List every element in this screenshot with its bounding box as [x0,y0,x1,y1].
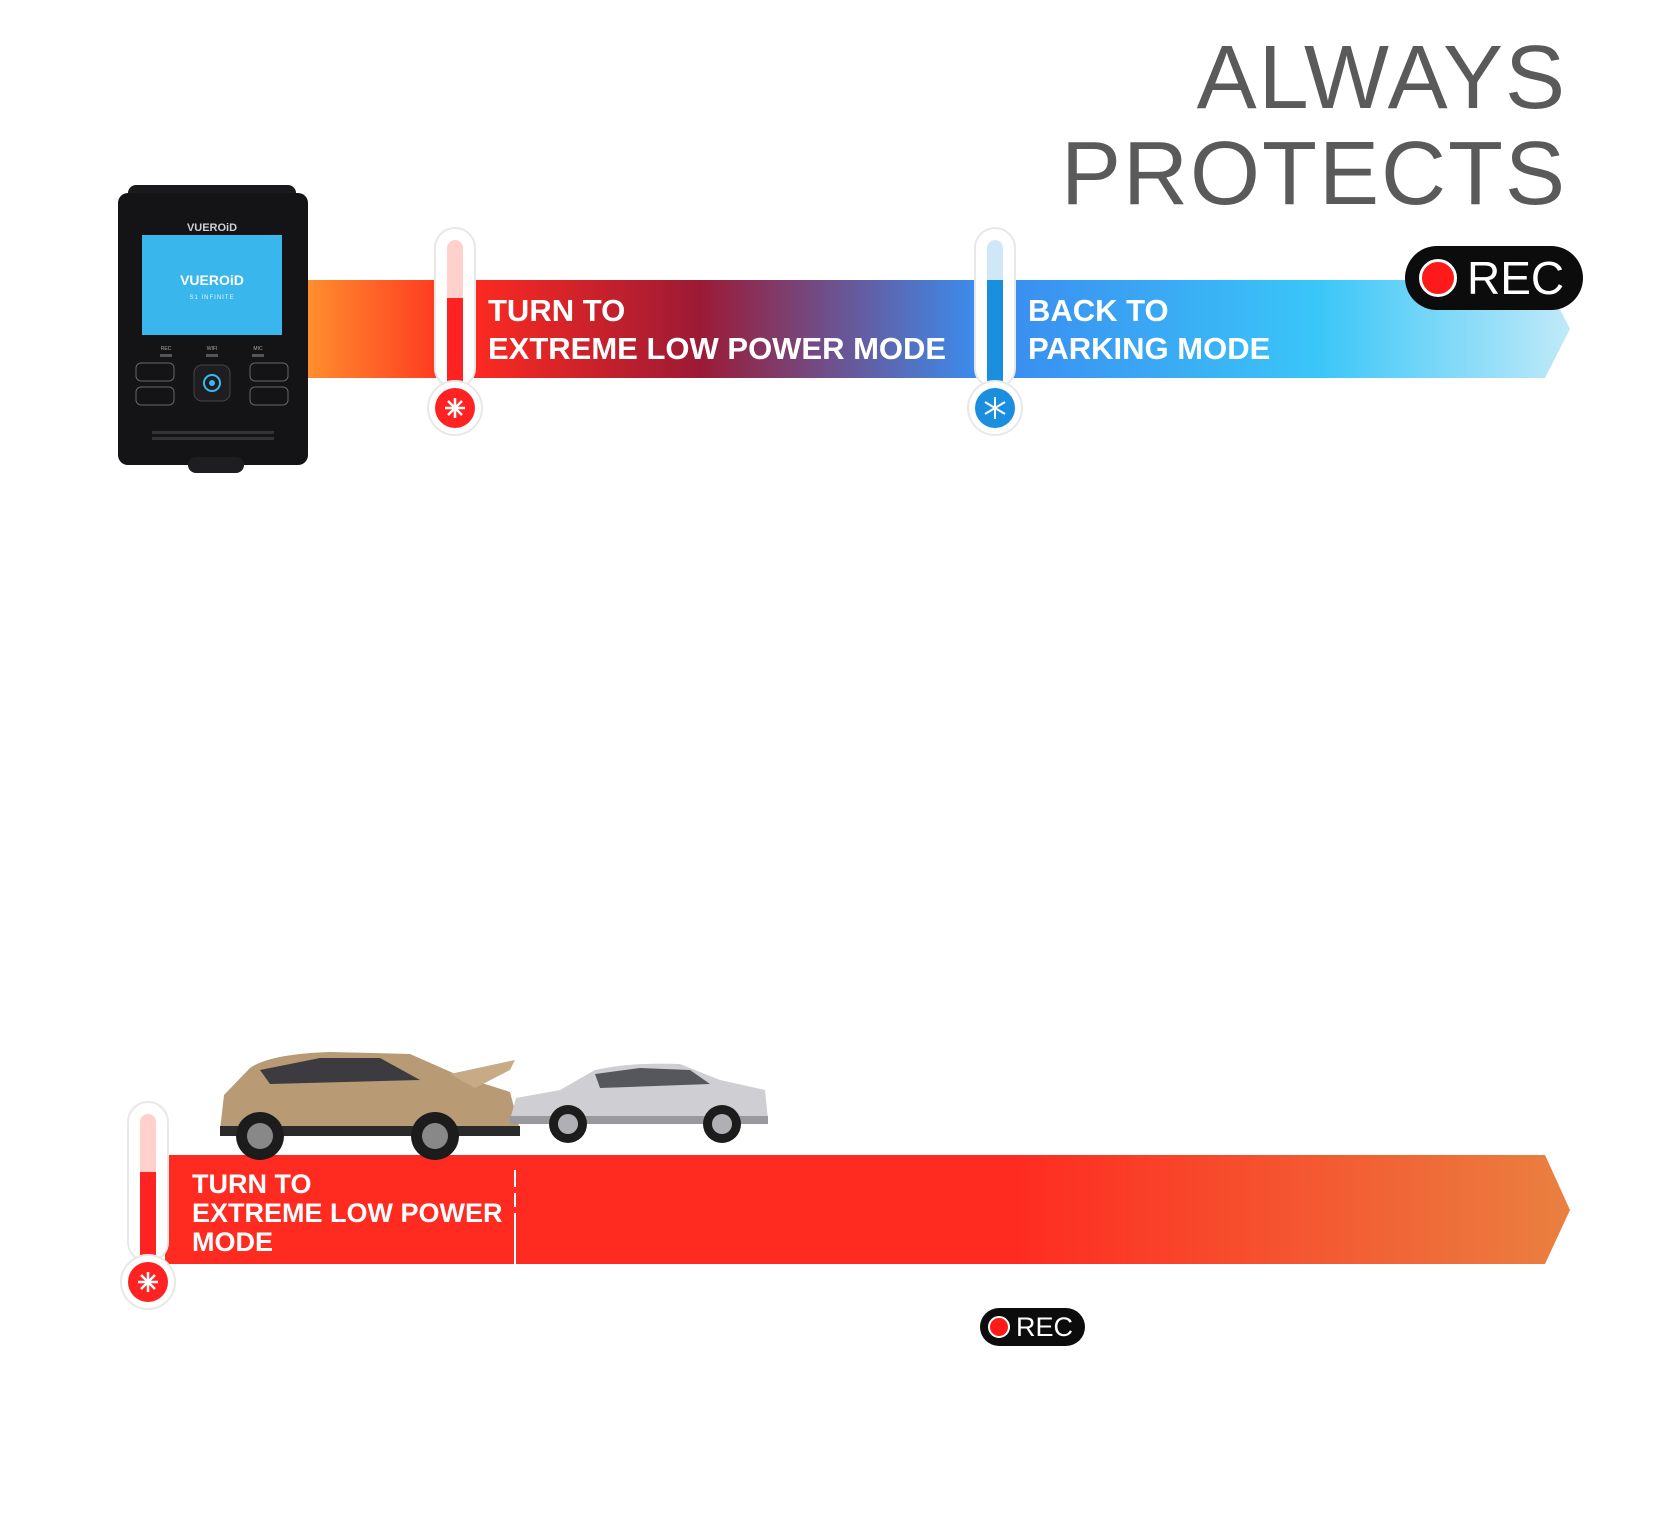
bottom-rec-dot-icon [988,1316,1010,1338]
rec-dot-icon [1419,259,1457,297]
thermometer-hot-icon [427,227,483,436]
top-stage1-line2: EXTREME LOW POWER MODE [488,331,947,366]
headline-line-1: ALWAYS [1196,28,1567,128]
headline: ALWAYS PROTECTS [967,30,1567,222]
device-led-rec: REC [161,346,172,352]
impact-ring-outer [457,1154,573,1213]
top-stage1-label: TURN TO EXTREME LOW POWER MODE [488,292,946,368]
collision-cars-image [220,1052,768,1160]
thermometer-cold-icon [967,227,1023,436]
top-rec-label: REC [1467,252,1565,304]
bottom-thermometer-hot-icon [120,1101,176,1310]
top-stage1-line1: TURN TO [488,293,626,328]
device-led-wifi: WIFI [207,346,218,352]
band-segment-orange [290,280,438,378]
top-stage2-label: BACK TO PARKING MODE [1028,292,1270,368]
bottom-rec-badge: REC [980,1308,1085,1346]
bottom-stage1-line1: TURN TO [192,1169,312,1199]
device-led-mic: MIC [253,346,263,352]
dashcam-device-icon: VUEROiD VUEROiD S1 INFINITE REC WIFI MIC [118,185,308,473]
device-screen-model: S1 INFINITE [189,295,234,301]
bottom-stage1-line2: EXTREME LOW POWER [192,1198,503,1228]
headline-line-2: PROTECTS [1060,124,1567,224]
bottom-band [165,1155,1570,1264]
bottom-stage1-line3: MODE [192,1227,273,1257]
impact-ring-inner [477,1154,553,1193]
top-rec-badge: REC [1405,246,1583,310]
bottom-rec-label: REC [1016,1311,1074,1342]
bottom-stage1-label: TURN TO EXTREME LOW POWER MODE [192,1170,503,1257]
top-stage2-line1: BACK TO [1028,293,1169,328]
top-stage2-line2: PARKING MODE [1028,331,1271,366]
impact-ring-core [500,1155,530,1170]
device-screen-brand: VUEROiD [180,272,244,288]
band-segment-transition [470,280,980,378]
device-brand-top: VUEROiD [187,222,237,234]
